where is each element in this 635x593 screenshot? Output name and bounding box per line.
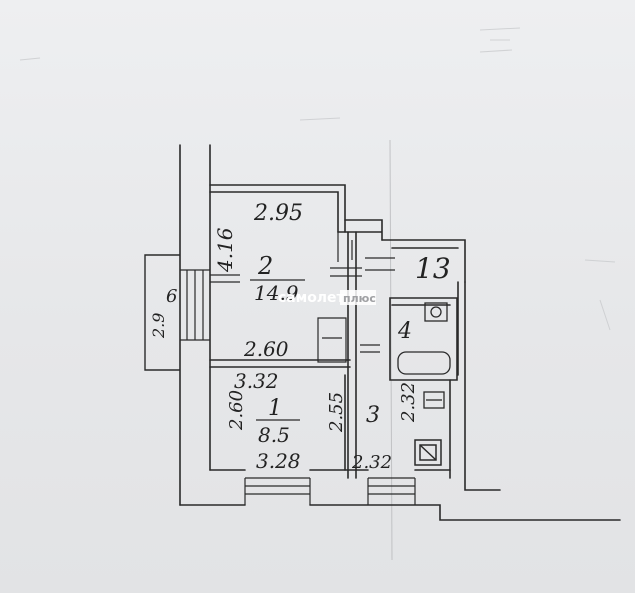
- room2-top-dimension: 2.95: [253, 201, 303, 226]
- room2-bottom-dimension: 2.60: [243, 337, 289, 361]
- room2-number: 2: [257, 252, 273, 280]
- walls: [179, 144, 621, 521]
- room2-side-dimension: 4.16: [213, 227, 237, 273]
- watermark-badge: [340, 290, 376, 305]
- room3-bottom-dimension: 2.32: [351, 452, 392, 473]
- room4-number: 4: [397, 319, 412, 344]
- bathroom-fixtures: [397, 302, 451, 409]
- room3-side-dimension: 2.32: [398, 382, 419, 423]
- ceiling-height: 13: [415, 252, 451, 285]
- balcony: [144, 254, 180, 371]
- balcony-dimension: 2.9: [149, 313, 168, 339]
- watermark-text-part1: самолет: [278, 290, 346, 306]
- labels: 2.95 4.16 2 14.9 2.60 13 4 3.32 2.60 1 8…: [149, 201, 451, 473]
- door-marks: [317, 232, 395, 363]
- stove: [414, 439, 442, 466]
- room1-top-dimension: 3.32: [234, 369, 279, 393]
- room2-area: 14.9: [254, 281, 299, 305]
- balcony-side-mark: 6: [166, 286, 177, 307]
- room1-number: 1: [268, 396, 282, 421]
- watermark-text-part2: плюс: [343, 292, 376, 305]
- room1-area: 8.5: [258, 423, 290, 447]
- room3-number: 3: [366, 403, 380, 428]
- room1-right-dimension: 2.55: [326, 392, 347, 433]
- windows: [180, 269, 416, 505]
- watermark-logo: самолет плюс: [278, 290, 376, 306]
- room1-left-dimension: 2.60: [226, 390, 247, 431]
- background-scan-marks: [19, 27, 616, 561]
- room1-bottom-dimension: 3.28: [256, 449, 301, 473]
